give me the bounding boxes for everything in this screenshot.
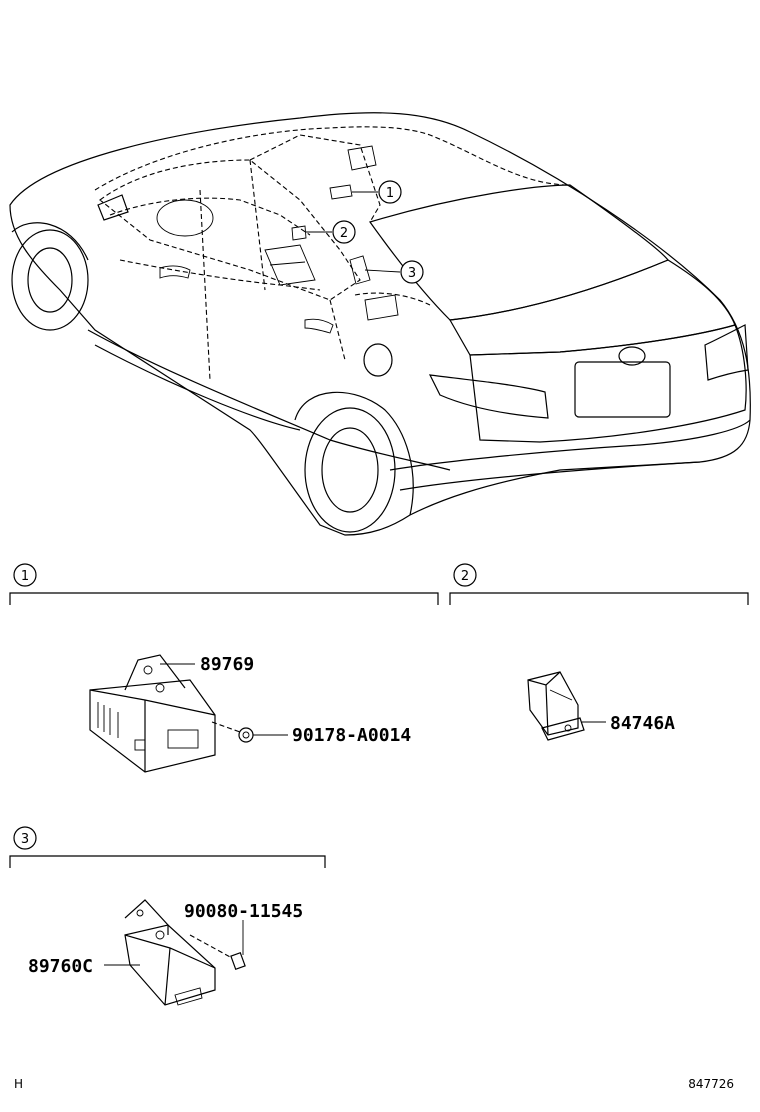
section-1: 1 89769 90178-A0014: [9, 563, 439, 773]
section-1-bracket-line: [9, 592, 439, 605]
section-3-bracket-line: [9, 855, 326, 868]
section-2-label: 2: [461, 569, 469, 584]
bolt-drawing: [189, 920, 246, 971]
diagram-id: 847726: [688, 1077, 734, 1091]
section-3: 3 89760C 90080-11545: [9, 826, 326, 1006]
part-89769[interactable]: 89769: [200, 654, 254, 675]
section-1-label: 1: [21, 569, 29, 584]
section-1-badge[interactable]: 1: [13, 563, 37, 587]
section-3-label: 3: [21, 832, 29, 847]
callout-3[interactable]: 3: [400, 260, 424, 284]
callout-3-label: 3: [408, 266, 416, 281]
part-84746a[interactable]: 84746A: [610, 713, 675, 734]
switch-drawing: [527, 671, 606, 741]
section-2-badge[interactable]: 2: [453, 563, 477, 587]
nut-drawing: [211, 721, 288, 743]
callout-leaders: [306, 191, 401, 273]
part-90178-a0014[interactable]: 90178-A0014: [292, 725, 411, 746]
section-2: 2 84746A: [449, 563, 749, 741]
section-2-bracket-line: [449, 592, 749, 605]
callout-1-label: 1: [386, 186, 394, 201]
part-90080-11545[interactable]: 90080-11545: [184, 901, 303, 922]
car-illustration: [9, 112, 751, 536]
footer-left-code: H: [14, 1077, 23, 1091]
part-89760c[interactable]: 89760C: [28, 956, 93, 977]
section-3-badge[interactable]: 3: [13, 826, 37, 850]
receiver-module-drawing: [89, 654, 216, 773]
callout-2[interactable]: 2: [332, 220, 356, 244]
callout-2-label: 2: [340, 226, 348, 241]
callout-1[interactable]: 1: [378, 180, 402, 204]
control-module-drawing: [104, 899, 216, 1006]
